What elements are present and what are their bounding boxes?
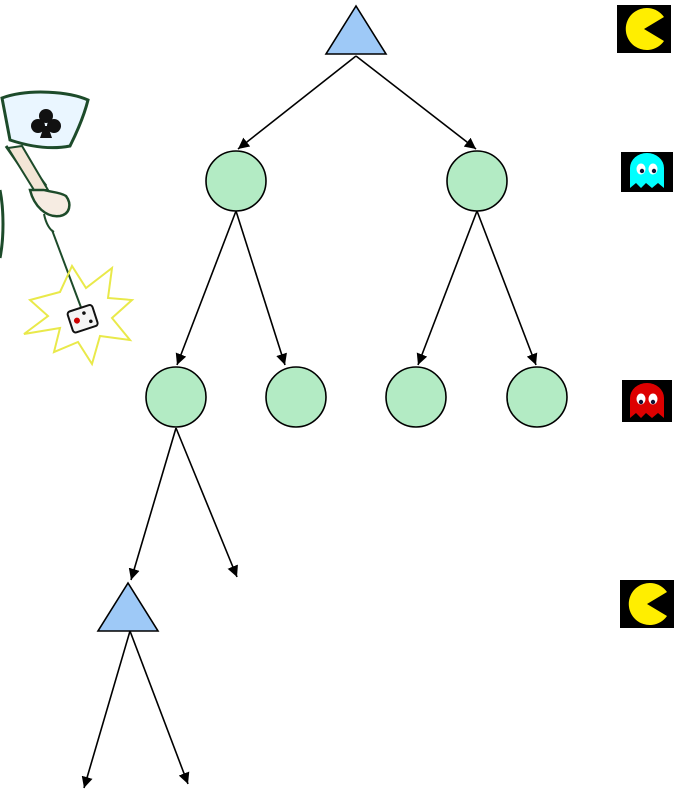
chance-node-c2 xyxy=(446,150,508,212)
cyan-ghost-icon xyxy=(621,152,673,192)
edge-c11-m1 xyxy=(128,427,177,581)
edge-m1-open-right xyxy=(129,630,190,785)
max-node-root xyxy=(324,4,388,55)
chance-node-c1 xyxy=(205,150,267,212)
max-node-m1 xyxy=(96,581,160,632)
edge-c1-c11 xyxy=(175,210,237,366)
chance-node-c21 xyxy=(385,366,447,428)
chance-node-c22 xyxy=(506,366,568,428)
tree-edges xyxy=(81,55,538,789)
red-ghost-icon xyxy=(622,380,672,422)
hand-dropping-dice-icon xyxy=(0,90,135,367)
chance-node-c11 xyxy=(145,366,207,428)
edge-c2-c22 xyxy=(476,210,538,366)
edge-root-c2 xyxy=(355,55,477,150)
pacman-icon xyxy=(617,5,671,53)
edge-m1-open-left xyxy=(81,630,131,789)
chance-node-c12 xyxy=(265,366,327,428)
edge-c2-c21 xyxy=(416,210,478,366)
edge-c11-open xyxy=(175,427,238,578)
edge-root-c1 xyxy=(237,55,357,150)
pacman-icon xyxy=(620,580,674,628)
edge-c1-c12 xyxy=(235,210,287,366)
tree-nodes xyxy=(96,4,568,632)
